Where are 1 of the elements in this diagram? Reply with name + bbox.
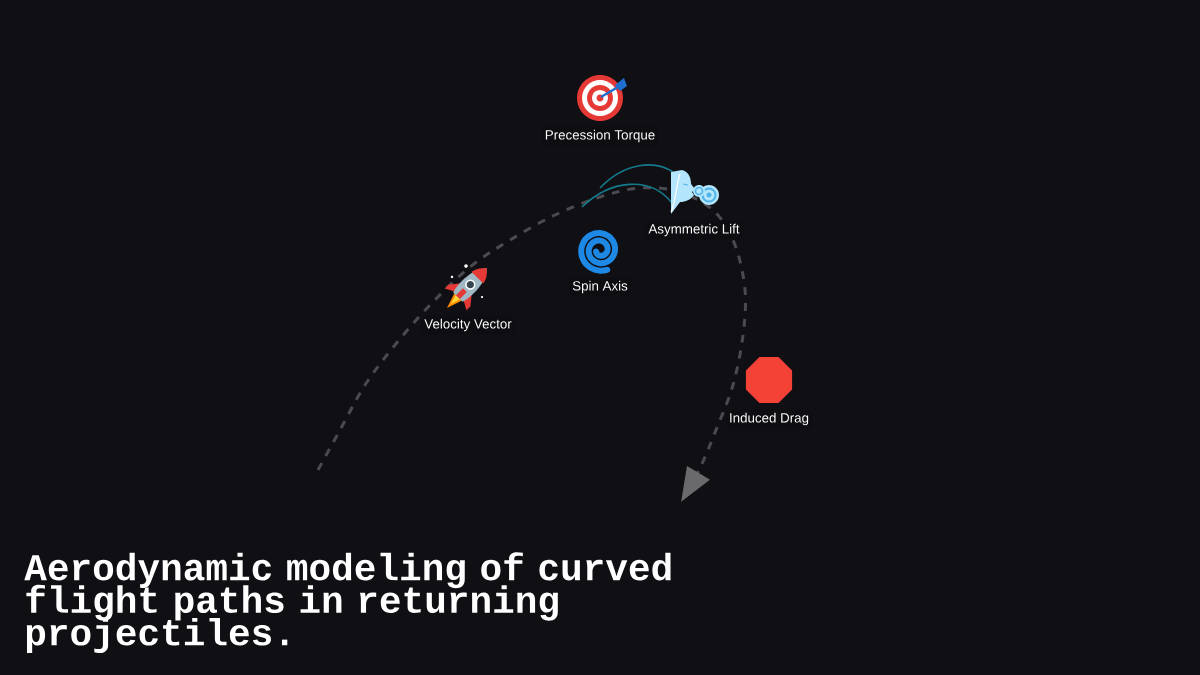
title: Aerodynamic modeling of curved flight paths in returning projectiles. — [24, 552, 671, 654]
